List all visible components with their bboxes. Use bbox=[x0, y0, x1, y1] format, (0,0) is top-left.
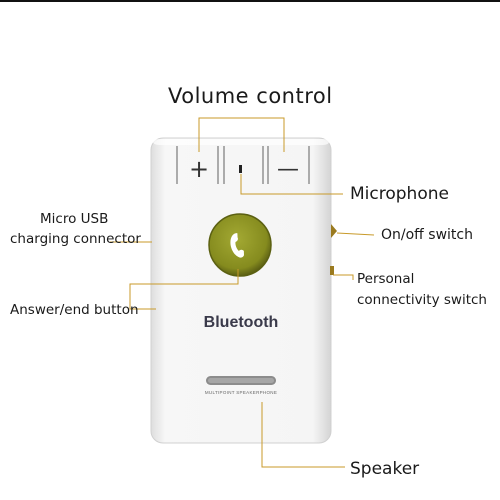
on-off-switch[interactable] bbox=[331, 224, 337, 238]
micro-usb-label-line2: charging connector bbox=[10, 231, 141, 247]
personal-switch-label-line2: connectivity switch bbox=[357, 292, 487, 308]
micro-usb-label-line1: Micro USB bbox=[40, 211, 109, 227]
volume-down-button[interactable]: — bbox=[277, 157, 299, 182]
on-off-switch-label: On/off switch bbox=[381, 227, 473, 243]
answer-end-label: Answer/end button bbox=[10, 302, 139, 318]
speaker-grille bbox=[206, 376, 276, 385]
leader-answer bbox=[129, 269, 239, 310]
personal-connectivity-switch[interactable] bbox=[330, 266, 334, 275]
leader-on-off bbox=[336, 232, 375, 236]
button-ridges bbox=[176, 146, 310, 184]
speaker-label: Speaker bbox=[350, 459, 420, 479]
answer-end-button[interactable] bbox=[208, 213, 272, 277]
leader-speaker bbox=[261, 402, 345, 468]
device-subtitle: MULTIPOINT SPEAKERPHONE bbox=[205, 390, 277, 395]
speakerphone-body bbox=[150, 137, 332, 444]
top-border bbox=[0, 0, 500, 2]
phone-handset-icon bbox=[230, 233, 244, 258]
volume-up-button[interactable]: + bbox=[189, 155, 209, 183]
brand-logo-text: Bluetooth bbox=[204, 314, 279, 331]
leader-volume bbox=[198, 117, 285, 152]
microphone-hole bbox=[239, 165, 242, 173]
microphone-label: Microphone bbox=[350, 184, 449, 204]
plus-icon: + bbox=[189, 155, 209, 183]
minus-icon: — bbox=[277, 157, 299, 182]
personal-switch-label-line1: Personal bbox=[357, 271, 415, 287]
leader-microphone bbox=[240, 174, 343, 195]
leader-personal bbox=[333, 274, 354, 280]
volume-control-label: Volume control bbox=[168, 84, 333, 108]
leader-lines bbox=[110, 117, 375, 468]
